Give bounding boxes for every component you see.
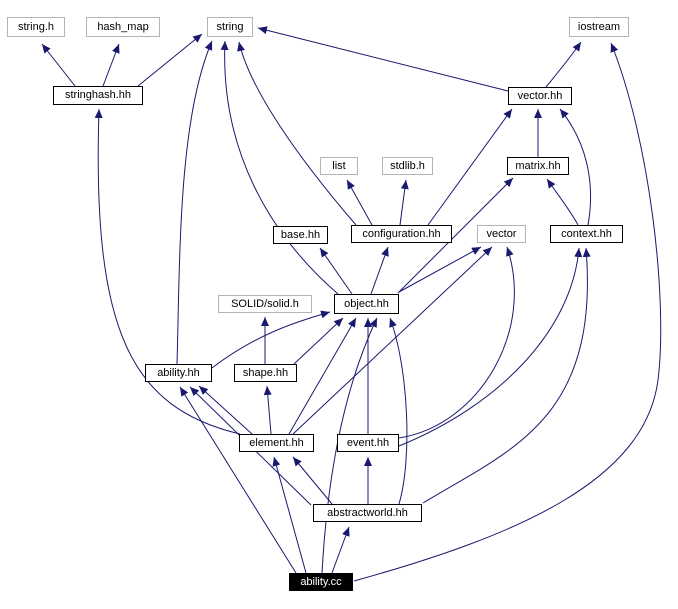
- node-label-object_hh: object.hh: [344, 297, 389, 310]
- edge-object_hh-vector: [398, 246, 482, 293]
- edge-element_hh-shape_hh: [263, 385, 272, 435]
- node-label-string: string: [216, 20, 244, 33]
- node-string_h[interactable]: string.h: [7, 17, 65, 37]
- node-label-iostream: iostream: [577, 20, 621, 33]
- node-hash_map[interactable]: hash_map: [86, 17, 160, 37]
- edge-context_hh-matrix_hh: [546, 178, 579, 226]
- edge-abstractworld_hh-element_hh: [292, 456, 333, 505]
- edge-element_hh-vector: [292, 246, 493, 435]
- edge-configuration_hh-list: [346, 179, 373, 226]
- node-object_hh[interactable]: object.hh: [334, 294, 399, 314]
- edge-ability_cc-abstractworld_hh: [331, 526, 350, 574]
- edge-object_hh-configuration_hh: [370, 246, 389, 295]
- node-label-vector_hh: vector.hh: [517, 89, 563, 102]
- node-label-matrix_hh: matrix.hh: [515, 159, 561, 172]
- edge-configuration_hh-vector_hh: [427, 108, 513, 226]
- node-ability_cc[interactable]: ability.cc: [289, 573, 353, 591]
- node-label-list: list: [332, 159, 346, 172]
- node-label-ability_hh: ability.hh: [157, 366, 200, 379]
- node-label-element_hh: element.hh: [249, 436, 304, 449]
- edge-ability_cc-ability_hh: [179, 386, 297, 574]
- edge-object_hh-base_hh: [319, 247, 353, 295]
- edge-stringhash_hh-hash_map: [102, 43, 120, 87]
- node-ability_hh[interactable]: ability.hh: [145, 364, 212, 382]
- node-matrix_hh[interactable]: matrix.hh: [507, 157, 569, 175]
- node-base_hh[interactable]: base.hh: [273, 226, 328, 244]
- node-configuration_hh[interactable]: configuration.hh: [351, 225, 452, 243]
- edge-ability_cc-iostream: [353, 42, 662, 582]
- edge-abstractworld_hh-context_hh: [422, 247, 591, 504]
- edge-abstractworld_hh-object_hh: [389, 317, 408, 505]
- node-event_hh[interactable]: event.hh: [337, 434, 399, 452]
- edge-configuration_hh-string: [237, 41, 357, 226]
- edge-vector_hh-iostream: [545, 41, 582, 88]
- node-label-ability_cc: ability.cc: [300, 575, 342, 588]
- node-label-stringhash_hh: stringhash.hh: [64, 89, 132, 101]
- node-label-base_hh: base.hh: [280, 228, 321, 241]
- node-label-hash_map: hash_map: [97, 20, 149, 33]
- node-shape_hh[interactable]: shape.hh: [234, 364, 297, 382]
- node-label-stdlib_h: stdlib.h: [390, 159, 425, 172]
- edge-stringhash_hh-string: [137, 33, 203, 87]
- node-iostream[interactable]: iostream: [569, 17, 629, 37]
- node-vector[interactable]: vector: [477, 225, 526, 243]
- edge-ability_cc-object_hh: [321, 317, 378, 574]
- node-label-solid_h: SOLID/solid.h: [231, 297, 299, 310]
- node-label-context_hh: context.hh: [561, 227, 612, 240]
- node-label-configuration_hh: configuration.hh: [362, 227, 441, 240]
- edge-stringhash_hh-string_h: [41, 43, 76, 87]
- node-label-shape_hh: shape.hh: [242, 366, 289, 379]
- node-element_hh[interactable]: element.hh: [239, 434, 314, 452]
- node-label-abstractworld_hh: abstractworld.hh: [327, 506, 408, 519]
- edge-configuration_hh-stdlib_h: [399, 179, 409, 226]
- edge-element_hh-ability_hh: [198, 385, 253, 435]
- node-solid_h[interactable]: SOLID/solid.h: [218, 295, 312, 313]
- edge-context_hh-vector_hh: [559, 108, 592, 226]
- edge-ability_cc-element_hh: [272, 456, 307, 574]
- edge-object_hh-string: [220, 40, 339, 295]
- node-label-vector: vector: [486, 227, 517, 240]
- edge-vector_hh-string: [257, 26, 509, 92]
- node-stringhash_hh[interactable]: stringhash.hh: [53, 86, 143, 105]
- edge-shape_hh-object_hh: [293, 317, 344, 365]
- edge-object_hh-matrix_hh: [397, 177, 514, 294]
- edge-element_hh-object_hh: [288, 317, 357, 435]
- edge-ability_hh-string: [176, 40, 213, 365]
- edge-element_hh-stringhash_hh: [94, 108, 241, 435]
- node-label-event_hh: event.hh: [346, 436, 390, 449]
- node-label-string_h: string.h: [17, 20, 55, 33]
- node-string[interactable]: string: [207, 17, 253, 37]
- node-vector_hh[interactable]: vector.hh: [508, 87, 572, 105]
- edge-event_hh-context_hh: [398, 247, 583, 447]
- node-list[interactable]: list: [320, 157, 358, 175]
- edge-event_hh-vector: [398, 246, 515, 439]
- edge-ability_hh-object_hh: [211, 310, 331, 369]
- node-stdlib_h[interactable]: stdlib.h: [382, 157, 433, 175]
- node-abstractworld_hh[interactable]: abstractworld.hh: [313, 504, 422, 522]
- node-context_hh[interactable]: context.hh: [550, 225, 623, 243]
